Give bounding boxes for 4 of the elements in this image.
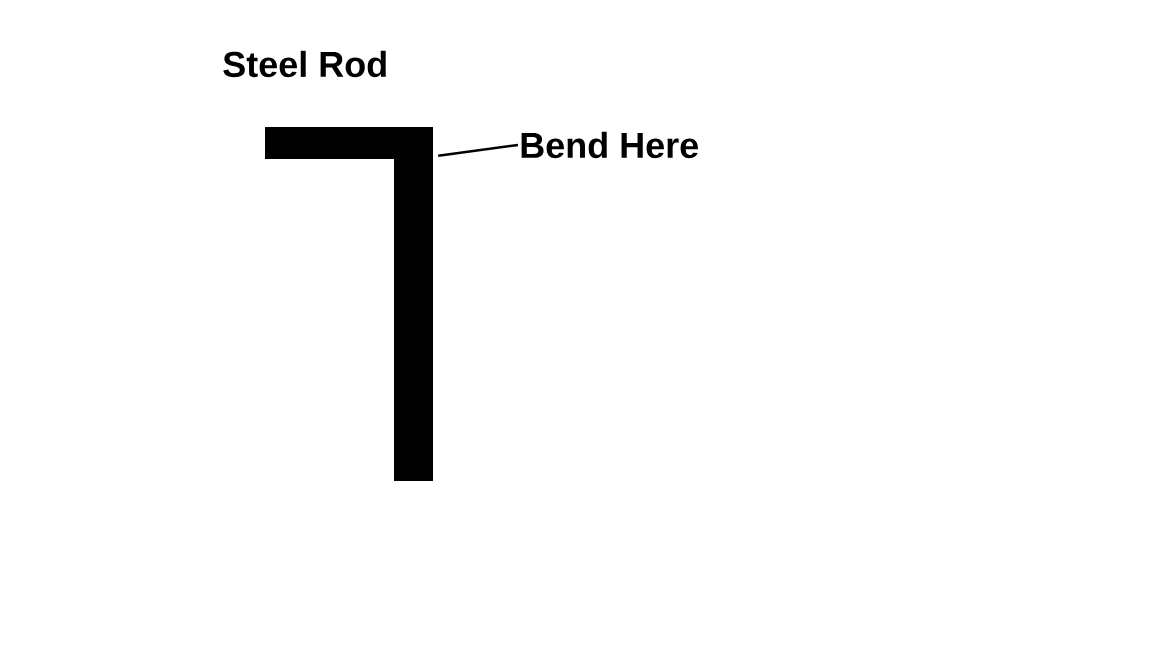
leader-line: [438, 143, 519, 158]
title: Steel Rod: [223, 50, 386, 78]
steel-rod-drawing: [265, 127, 433, 481]
callout-text: Bend Here: [521, 131, 698, 159]
